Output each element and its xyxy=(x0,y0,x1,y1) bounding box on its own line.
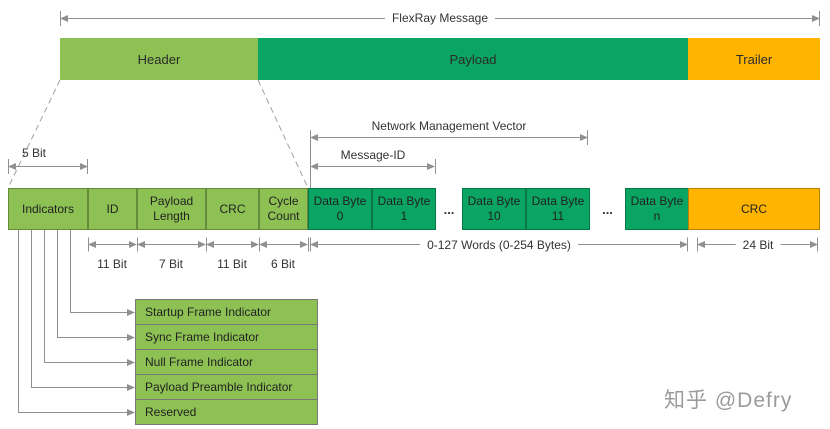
data-byte-0-cell: Data Byte 0 xyxy=(308,188,372,230)
legend-payload-preamble-indicator: Payload Preamble Indicator xyxy=(135,374,318,400)
header-crc-cell: CRC xyxy=(206,188,259,230)
data-byte-11-cell: Data Byte 11 xyxy=(526,188,590,230)
indicators-width-label: 5 Bit xyxy=(21,146,47,160)
legend-sync-frame-indicator: Sync Frame Indicator xyxy=(135,324,318,350)
payload-length-width-label: 7 Bit xyxy=(158,257,184,271)
trailer-crc-cell: CRC xyxy=(688,188,820,230)
ellipsis: ... xyxy=(443,201,455,217)
data-byte-n-cell: Data Byte n xyxy=(625,188,689,230)
ellipsis: ... xyxy=(602,201,613,217)
legend-null-frame-indicator: Null Frame Indicator xyxy=(135,349,318,375)
id-cell: ID xyxy=(88,188,137,230)
indicators-cell: Indicators xyxy=(8,188,88,230)
payload-segment: Payload xyxy=(258,38,688,80)
trailer-segment: Trailer xyxy=(688,38,820,80)
payload-width-label: 0-127 Words (0-254 Bytes) xyxy=(420,238,578,252)
legend-startup-frame-indicator: Startup Frame Indicator xyxy=(135,299,318,325)
flexray-message-label: FlexRay Message xyxy=(384,11,496,25)
legend-reserved: Reserved xyxy=(135,399,318,425)
payload-length-cell: Payload Length xyxy=(137,188,206,230)
header-segment: Header xyxy=(60,38,258,80)
trailer-width-label: 24 Bit xyxy=(735,238,781,252)
arrowheads xyxy=(8,15,820,416)
cycle-count-cell: Cycle Count xyxy=(259,188,308,230)
cycle-count-width-label: 6 Bit xyxy=(270,257,296,271)
watermark: 知乎 @Defry xyxy=(664,389,793,412)
message-id-label: Message-ID xyxy=(340,148,406,162)
network-management-vector-label: Network Management Vector xyxy=(371,119,527,133)
data-byte-1-cell: Data Byte 1 xyxy=(372,188,436,230)
data-byte-10-cell: Data Byte 10 xyxy=(462,188,526,230)
id-width-label: 11 Bit xyxy=(97,257,127,271)
crc-width-label: 11 Bit xyxy=(217,257,247,271)
